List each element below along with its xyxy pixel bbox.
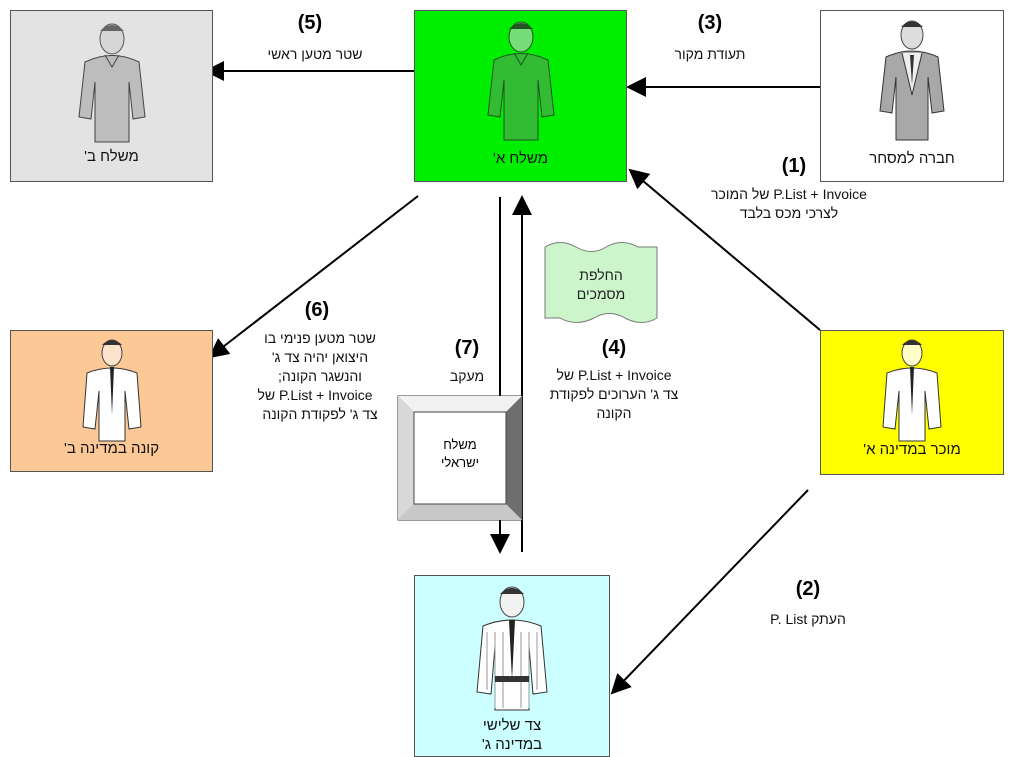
step-4-text-2: צד ג' הערוכים לפקודת bbox=[549, 386, 679, 402]
step-2-text: העתק P. List bbox=[770, 611, 846, 627]
step-6-text-5: צד ג' לפקודת הקונה bbox=[262, 406, 378, 422]
node-buyer-b-label: קונה במדינה ב' bbox=[63, 440, 160, 457]
node-buyer-b: קונה במדינה ב' bbox=[10, 330, 213, 472]
node-trade-company: חברה למסחר bbox=[820, 10, 1004, 182]
israeli-shipper-label-1: משלח bbox=[443, 437, 477, 452]
node-shipper-a-label: משלח א' bbox=[492, 150, 549, 167]
node-seller-a: מוכר במדינה א' bbox=[820, 330, 1004, 475]
step-4-number: (4) bbox=[601, 337, 627, 359]
step-1-number: (1) bbox=[781, 155, 807, 177]
man-with-tie-icon bbox=[882, 339, 942, 442]
step-7-text: מעקב bbox=[449, 368, 485, 384]
arrow-1 bbox=[628, 168, 821, 331]
step-1-text-1: P.List + Invoice של המוכר bbox=[711, 186, 867, 202]
node-third-party-label-1: צד שלישי bbox=[482, 717, 542, 734]
node-shipper-b-label: משלח ב' bbox=[84, 148, 139, 165]
israeli-shipper-label-2: ישראלי bbox=[441, 455, 479, 470]
man-in-shirt-icon bbox=[486, 21, 555, 141]
node-third-party-label-2: במדינה ג' bbox=[481, 736, 543, 753]
step-7-number: (7) bbox=[454, 337, 480, 359]
step-6-text-3: והנשגר הקונה; bbox=[278, 368, 362, 384]
man-with-tie-icon bbox=[81, 339, 142, 442]
node-shipper-b: משלח ב' bbox=[10, 10, 213, 182]
node-trade-company-label: חברה למסחר bbox=[869, 150, 955, 167]
man-in-shirt-icon bbox=[77, 23, 146, 143]
man-in-vest-icon bbox=[879, 20, 945, 141]
step-3-text: תעודת מקור bbox=[674, 46, 746, 62]
step-1-text-2: לצרכי מכס בלבד bbox=[739, 205, 839, 221]
step-4-text-3: הקונה bbox=[596, 405, 632, 421]
node-seller-a-label: מוכר במדינה א' bbox=[863, 441, 961, 458]
step-6-text-4: P.List + Invoice של bbox=[257, 387, 373, 403]
doc-exchange-label-1: החלפת bbox=[579, 267, 623, 283]
doc-exchange-shape bbox=[544, 242, 658, 323]
israeli-shipper-box bbox=[397, 395, 523, 521]
step-4-text-1: P.List + Invoice של bbox=[556, 367, 672, 383]
arrow-6 bbox=[208, 195, 419, 359]
step-6-text-1: שטר מטען פנימי בו bbox=[264, 330, 376, 346]
man-with-tie-icon bbox=[476, 586, 548, 711]
doc-exchange-label-2: מסמכים bbox=[576, 286, 626, 302]
step-5-text: שטר מטען ראשי bbox=[267, 46, 363, 62]
node-third-party: צד שלישי במדינה ג' bbox=[414, 575, 610, 757]
arrow-2 bbox=[610, 489, 809, 695]
step-6-text-2: היצואן יהיה צד ג' bbox=[271, 349, 369, 365]
node-shipper-a: משלח א' bbox=[414, 10, 627, 182]
step-2-number: (2) bbox=[795, 578, 821, 600]
step-6-number: (6) bbox=[304, 299, 330, 321]
step-5-number: (5) bbox=[297, 12, 323, 34]
step-3-number: (3) bbox=[697, 12, 723, 34]
